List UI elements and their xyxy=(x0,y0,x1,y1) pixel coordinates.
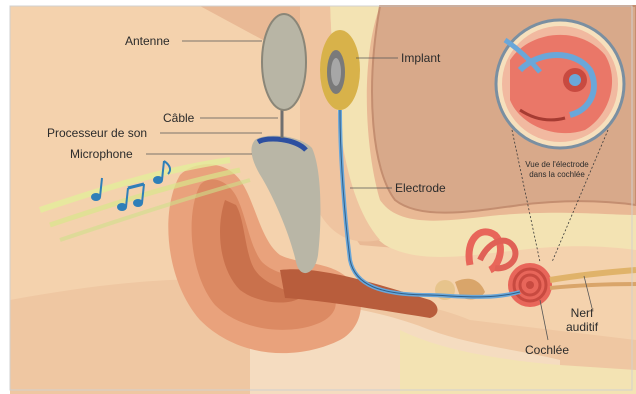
label-nerf-line2: auditif xyxy=(566,320,598,334)
label-vue-line1: Vue de l'électrode xyxy=(502,160,612,170)
label-processeur-de-son: Processeur de son xyxy=(47,126,147,140)
label-antenne: Antenne xyxy=(125,34,170,48)
label-vue-electrode: Vue de l'électrode dans la cochlée xyxy=(502,160,612,180)
label-cable: Câble xyxy=(163,111,194,125)
label-nerf-auditif: Nerf auditif xyxy=(566,306,598,334)
label-cochlee: Cochlée xyxy=(525,343,569,357)
label-implant: Implant xyxy=(401,51,440,65)
label-vue-line2: dans la cochlée xyxy=(502,170,612,180)
label-electrode: Electrode xyxy=(395,181,446,195)
label-microphone: Microphone xyxy=(70,147,133,161)
label-nerf-line1: Nerf xyxy=(566,306,598,320)
